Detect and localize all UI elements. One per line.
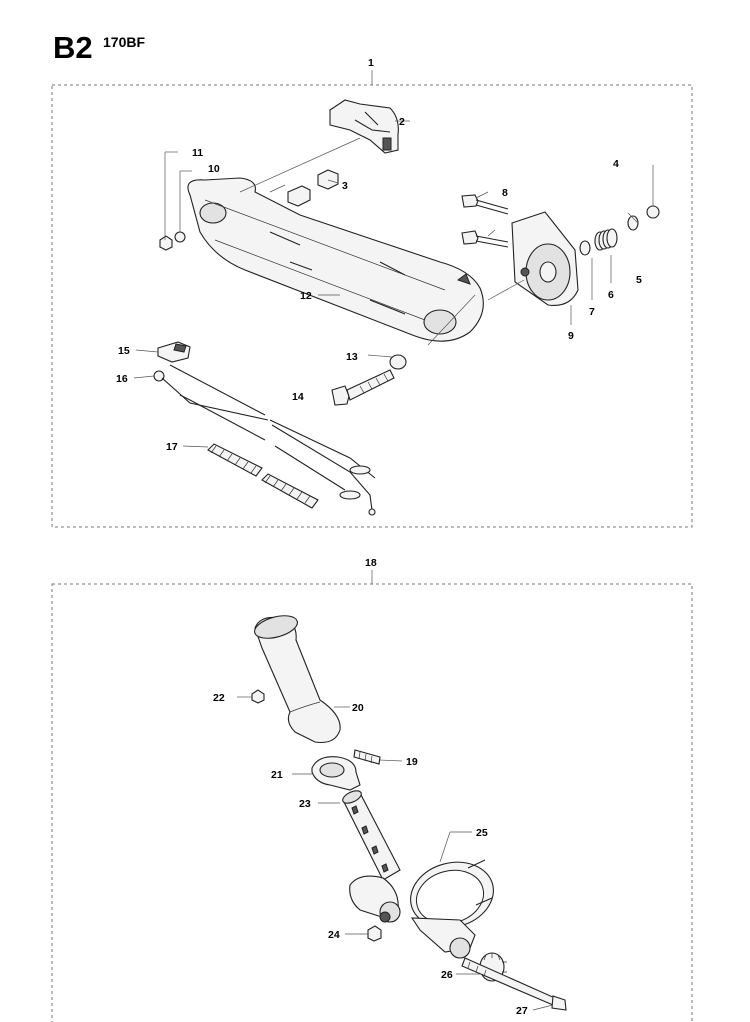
callout-27: 27	[516, 1005, 528, 1017]
callout-2: 2	[399, 116, 405, 128]
spring-sleeve-part-17	[207, 443, 319, 509]
callout-8: 8	[502, 187, 508, 199]
callout-26: 26	[441, 969, 453, 981]
callout-7: 7	[589, 306, 595, 318]
clamp-part-21	[311, 756, 361, 791]
band-clamp-part-25	[410, 859, 494, 959]
callout-3: 3	[342, 180, 348, 192]
bolt-part-27	[461, 957, 567, 1011]
block-part-3	[287, 169, 339, 207]
screw-part-19	[353, 749, 381, 765]
switch-part-15	[157, 341, 191, 363]
callout-5: 5	[636, 274, 642, 286]
bolt-part-8	[461, 194, 509, 248]
bracket-part-9	[511, 211, 579, 306]
nut-part-22	[251, 689, 265, 704]
callout-23: 23	[299, 798, 311, 810]
callout-6: 6	[608, 289, 614, 301]
leader-lines-1	[133, 120, 639, 448]
callout-20: 20	[352, 702, 364, 714]
assembly-18: 18	[51, 557, 693, 1022]
clamp-part-2	[329, 99, 399, 154]
callout-9: 9	[568, 330, 574, 342]
section-code: B2	[53, 30, 93, 65]
cable-part-16	[153, 364, 376, 516]
callout-10: 10	[208, 163, 220, 175]
callout-14: 14	[292, 391, 304, 403]
handle-grip-part-20	[254, 615, 341, 744]
callout-19: 19	[406, 756, 418, 768]
callout-13: 13	[346, 351, 358, 363]
callout-1: 1	[368, 57, 374, 69]
spring-stack-parts-4-7	[579, 165, 660, 256]
callout-16: 16	[116, 373, 128, 385]
callout-17: 17	[166, 441, 178, 453]
callout-15: 15	[118, 345, 130, 357]
callout-12: 12	[300, 290, 312, 302]
leader-lines-18	[237, 696, 554, 1011]
nut-parts-10-11	[159, 231, 186, 251]
callout-18: 18	[365, 557, 377, 569]
callout-24: 24	[328, 929, 340, 941]
assembly-1: 1	[51, 57, 693, 528]
spring-part-6	[594, 228, 618, 251]
tube-part-23	[342, 790, 401, 923]
arm-part-12	[187, 177, 484, 342]
model-number: 170BF	[103, 34, 146, 50]
callout-22: 22	[213, 692, 225, 704]
nut-part-24	[367, 925, 382, 942]
bolt-part-14	[331, 354, 407, 406]
callout-11: 11	[192, 147, 203, 159]
callout-4: 4	[613, 158, 619, 170]
callout-21: 21	[271, 769, 283, 781]
callout-25: 25	[476, 827, 488, 839]
assembly-18-frame	[51, 583, 693, 1022]
